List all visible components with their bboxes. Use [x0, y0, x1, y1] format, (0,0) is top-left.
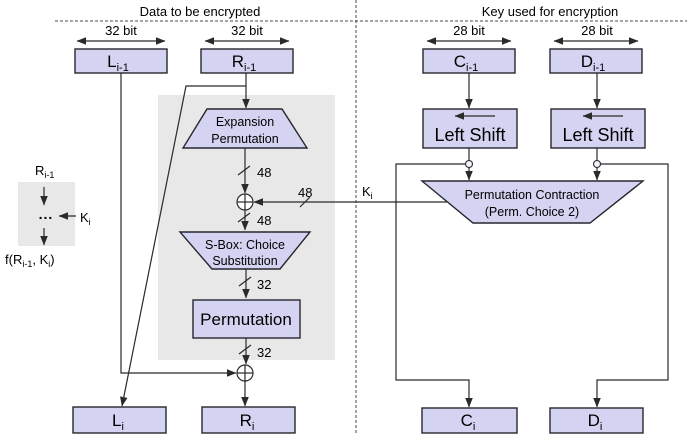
label-subkey-in: 48: [298, 185, 312, 200]
register-d-prev: [549, 48, 643, 74]
bit-label-r: 32 bit: [231, 23, 263, 38]
register-d-next: [549, 407, 644, 434]
left-shift-d-block: Left Shift: [550, 108, 646, 149]
sbox-shape: [178, 231, 312, 270]
wire-loop-to-cnext: [395, 163, 473, 408]
registers-bottom: Li Ri Ci Di: [72, 406, 644, 434]
permuted-choice-label-1: Permutation Contraction: [465, 188, 600, 202]
label-subkey: Ki: [362, 184, 373, 201]
legend-dots: ...: [39, 206, 54, 222]
title-key-section: Key used for encryption: [482, 4, 619, 19]
branch-node-c: [464, 159, 474, 169]
wire-rprev-to-lnext: [120, 85, 246, 407]
registers-top: Li-1 Ri-1 Ci-1 Di-1: [74, 48, 643, 74]
tick-sbox-out: [238, 276, 252, 287]
bit-width-indicators: 32 bit 32 bit 28 bit 28 bit: [76, 23, 639, 45]
permuted-choice-shape: [420, 180, 646, 224]
bit-label-d: 28 bit: [581, 23, 613, 38]
register-r-prev-label: Ri-1: [232, 52, 257, 74]
register-d-prev-label: Di-1: [581, 52, 606, 74]
register-l-prev: [74, 48, 168, 74]
expansion-permutation-shape: [181, 108, 309, 149]
tick-subkey-in: [299, 196, 311, 208]
xor-subkey: [236, 193, 254, 211]
expansion-label-2: Permutation: [211, 132, 278, 146]
label-xor-out: 48: [257, 213, 271, 228]
title-data-section: Data to be encrypted: [140, 4, 261, 19]
register-l-prev-label: Li-1: [107, 52, 129, 74]
bit-label-c: 28 bit: [453, 23, 485, 38]
register-r-prev: [200, 48, 294, 74]
xor-feistel: [236, 364, 254, 382]
register-c-prev-label: Ci-1: [454, 52, 479, 74]
legend-key-label: Ki: [80, 210, 91, 227]
sbox-block: S-Box: Choice Substitution: [178, 231, 312, 270]
left-shift-c-label: Left Shift: [434, 125, 505, 145]
expansion-label-1: Expansion: [216, 115, 274, 129]
left-shift-c-block: Left Shift: [422, 108, 518, 149]
tick-xor-out: [237, 212, 251, 223]
permutation-block: Permutation: [192, 299, 301, 339]
legend-output-label: f(Ri-1, Ki): [5, 252, 55, 269]
permuted-choice-block: Permutation Contraction (Perm. Choice 2): [420, 180, 646, 224]
section-dividers: [55, 0, 687, 433]
register-r-next: [201, 406, 296, 434]
label-expansion-out: 48: [257, 165, 271, 180]
data-wires: [120, 73, 447, 407]
wire-annotations: 48 48 48 32 32 Ki: [237, 165, 373, 360]
permutation-shape: [192, 299, 301, 339]
register-l-next-label: Li: [112, 411, 124, 433]
register-d-next-label: Di: [588, 411, 603, 433]
wire-lprev-to-xor: [120, 73, 237, 377]
register-l-next: [72, 406, 167, 434]
expansion-permutation-block: Expansion Permutation: [181, 108, 309, 149]
register-r-next-label: Ri: [240, 411, 255, 433]
permuted-choice-label-2: (Perm. Choice 2): [485, 205, 579, 219]
left-shift-d-label: Left Shift: [562, 125, 633, 145]
bit-label-l: 32 bit: [105, 23, 137, 38]
tick-perm-out: [238, 344, 252, 355]
f-function-legend: Ri-1 ... Ki f(Ri-1, Ki): [5, 163, 91, 269]
tick-expansion-out: [237, 165, 251, 176]
register-c-next-label: Ci: [461, 411, 476, 433]
wire-loop-to-dnext: [593, 163, 669, 408]
legend-input-label: Ri-1: [35, 163, 54, 180]
sbox-label-2: Substitution: [212, 254, 277, 268]
label-perm-out: 32: [257, 345, 271, 360]
sbox-label-1: S-Box: Choice: [205, 238, 285, 252]
branch-node-d: [592, 159, 602, 169]
register-c-next: [421, 407, 518, 434]
register-c-prev: [422, 48, 516, 74]
permutation-label: Permutation: [200, 310, 292, 329]
label-sbox-out: 32: [257, 277, 271, 292]
